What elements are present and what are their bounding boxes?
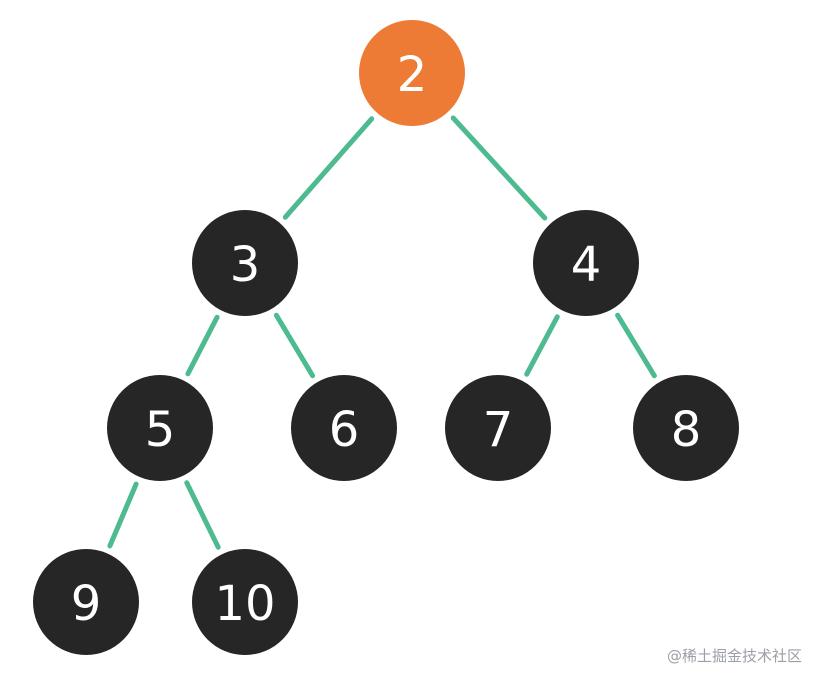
tree-node-4: 4 [533, 210, 639, 316]
tree-node-circle [107, 375, 213, 481]
tree-node-label: 10 [214, 576, 275, 632]
tree-node-label: 9 [71, 576, 102, 632]
watermark: @稀土掘金技术社区 [666, 647, 802, 665]
tree-nodes: 2 3 4 5 6 7 8 9 10 [33, 20, 739, 655]
tree-edge-n2-n3 [282, 116, 375, 220]
tree-edge-n5-n10 [184, 480, 221, 550]
tree-node-5: 5 [107, 375, 213, 481]
tree-edge-n4-n8 [615, 312, 657, 379]
tree-node-2: 2 [359, 20, 465, 126]
tree-edge-n3-n5 [185, 314, 220, 377]
tree-node-7: 7 [445, 375, 551, 481]
tree-node-label: 8 [671, 402, 702, 458]
tree-node-label: 3 [230, 237, 261, 293]
tree-node-circle [33, 549, 139, 655]
tree-node-8: 8 [633, 375, 739, 481]
tree-edge-n2-n4 [450, 115, 548, 221]
tree-node-circle [359, 20, 465, 126]
tree-node-9: 9 [33, 549, 139, 655]
tree-node-10: 10 [192, 549, 298, 655]
tree-node-label: 7 [483, 402, 514, 458]
tree-node-circle [445, 375, 551, 481]
tree-node-circle [533, 210, 639, 316]
tree-node-circle [633, 375, 739, 481]
tree-node-label: 5 [145, 402, 176, 458]
tree-edge-n3-n6 [273, 312, 316, 379]
tree-node-circle [291, 375, 397, 481]
tree-edge-n4-n7 [524, 314, 560, 377]
tree-node-label: 4 [571, 237, 602, 293]
tree-edge-n5-n9 [107, 481, 139, 549]
tree-node-label: 2 [397, 47, 428, 103]
tree-node-label: 6 [329, 402, 360, 458]
tree-node-circle [192, 549, 298, 655]
tree-node-circle [192, 210, 298, 316]
tree-edges [107, 115, 657, 550]
tree-node-3: 3 [192, 210, 298, 316]
tree-node-6: 6 [291, 375, 397, 481]
